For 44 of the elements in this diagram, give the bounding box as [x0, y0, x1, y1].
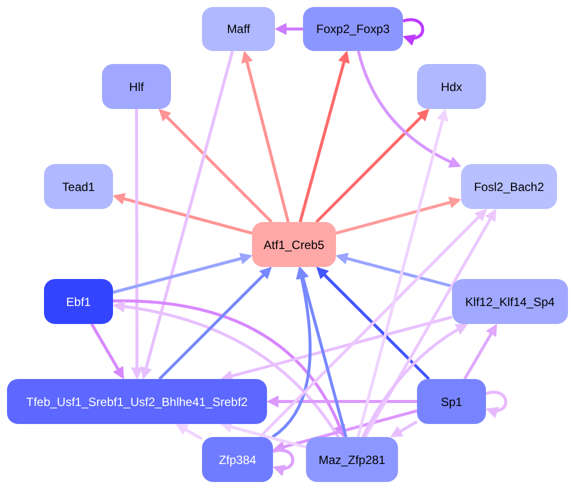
arrow [241, 50, 290, 222]
arrow [316, 266, 430, 380]
arrow [176, 424, 203, 440]
arrow [390, 420, 418, 438]
arrow [130, 109, 143, 380]
node-box: Atf1_Creb5 [252, 222, 336, 267]
node-box: Maz_Zfp281 [306, 437, 398, 482]
arrow [356, 108, 448, 438]
arrow [258, 208, 487, 438]
arrow [362, 324, 468, 438]
node-box: Tfeb_Usf1_Srebf1_Usf2_Bhlhe41_Srebf2 [7, 379, 267, 424]
arrow [220, 421, 306, 449]
node-box: Hlf [102, 64, 171, 109]
arrow [315, 108, 430, 224]
node-box: Hdx [417, 64, 486, 109]
arrow [112, 193, 252, 235]
arrow [298, 50, 350, 222]
arrow [272, 409, 418, 453]
arrow [274, 23, 303, 35]
node-box: Maff [202, 7, 275, 51]
node-box: Tead1 [44, 164, 113, 209]
arrow [266, 396, 417, 408]
arrow [220, 316, 452, 382]
arrow [486, 390, 508, 418]
arrow [463, 324, 498, 380]
node-box: Ebf1 [44, 279, 113, 324]
arrow [336, 196, 462, 235]
arrow [272, 448, 294, 476]
arrow [402, 18, 424, 45]
arrow [297, 266, 348, 438]
arrow [112, 252, 252, 294]
arrow [90, 323, 124, 380]
arrow [158, 266, 272, 380]
node-box: Foxp2_Foxp3 [303, 7, 403, 51]
arrow [140, 50, 234, 380]
node-box: Fosl2_Bach2 [461, 164, 557, 209]
node-box: Klf12_Klf14_Sp4 [452, 279, 568, 324]
node-box: Zfp384 [202, 437, 273, 482]
arrow [336, 252, 452, 288]
arrow [356, 50, 462, 168]
node-box: Sp1 [417, 379, 486, 424]
arrow [364, 208, 496, 438]
arrow [158, 108, 273, 224]
arrow [272, 266, 312, 438]
